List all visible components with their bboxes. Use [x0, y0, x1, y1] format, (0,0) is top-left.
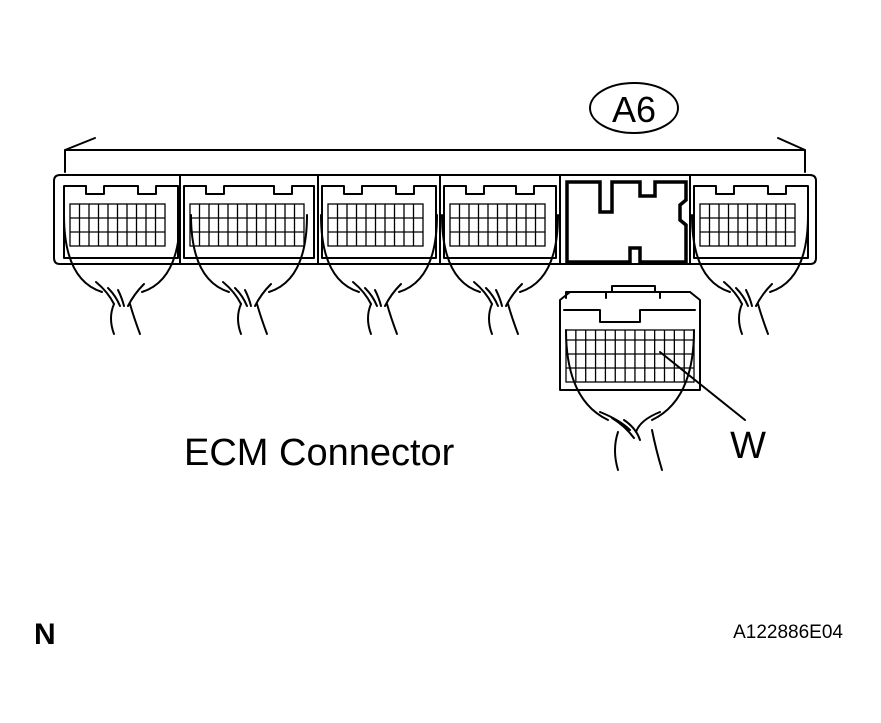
harness-right [507, 303, 519, 335]
housing-bracket-top [64, 149, 806, 173]
harness-left [237, 303, 242, 335]
harness-right [386, 303, 398, 335]
harness-right [757, 303, 769, 335]
corner-mark: N [34, 618, 56, 651]
harness-left [110, 303, 115, 335]
boot-left [63, 214, 103, 293]
housing-bracket-right [777, 137, 806, 151]
harness-right [129, 303, 141, 335]
diagram-title: ECM Connector [184, 432, 455, 474]
socket-frame [443, 185, 557, 259]
a6-callout-oval [589, 82, 679, 134]
boot-right [398, 214, 438, 293]
w-leader-line [659, 351, 746, 421]
plug-harness-left [614, 431, 619, 471]
wire-strands [222, 281, 272, 307]
harness-left [367, 303, 372, 335]
socket-3 [320, 185, 438, 335]
wire-strands [352, 281, 402, 307]
socket-frame [63, 185, 179, 259]
a6-connector-plug [559, 285, 701, 471]
socket-frame [321, 185, 437, 259]
plug-boot-left [565, 329, 609, 421]
boot-left [190, 214, 230, 293]
boot-left [441, 214, 481, 293]
boot-left [320, 214, 360, 293]
harness-left [488, 303, 493, 335]
wire-label-w: W [730, 425, 766, 467]
boot-right [141, 214, 181, 293]
boot-right [769, 214, 809, 293]
socket-1 [63, 185, 181, 335]
connector-id-label: A6 [612, 89, 656, 130]
boot-left [691, 214, 731, 293]
boot-right [268, 214, 308, 293]
harness-right [256, 303, 268, 335]
harness-left [738, 303, 743, 335]
plug-harness-right [651, 429, 663, 471]
plug-boot-right [651, 329, 695, 421]
socket-frame [693, 185, 809, 259]
socket-frame [183, 185, 315, 259]
housing-bracket-left [64, 137, 96, 173]
connector-sockets [63, 185, 809, 335]
socket-5 [691, 185, 809, 335]
plug-wires [599, 411, 661, 441]
ecm-housing [53, 174, 817, 265]
socket-4 [441, 185, 559, 335]
wire-strands [95, 281, 145, 307]
boot-right [519, 214, 559, 293]
wire-strands [473, 281, 523, 307]
empty-socket-a6 [565, 180, 688, 264]
figure-code: A122886E04 [733, 622, 843, 643]
a6-plug-pins [566, 330, 694, 382]
socket-2 [183, 185, 315, 335]
wire-strands [723, 281, 773, 307]
housing-dividers [179, 174, 691, 265]
